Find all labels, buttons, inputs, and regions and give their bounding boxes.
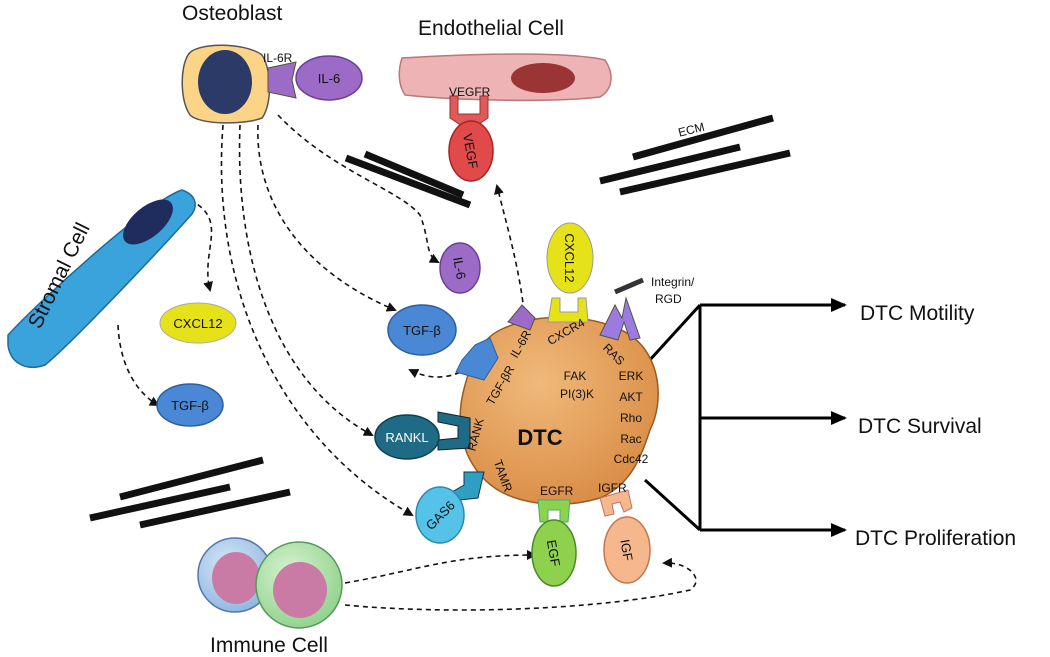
arrow-osteoblast-tgfb <box>257 124 397 312</box>
egf-text: EGF <box>544 539 563 568</box>
immune-cell-label: Immune Cell <box>210 634 328 657</box>
ecm-fibers-left <box>89 456 291 529</box>
rankl-text: RANKL <box>385 430 428 445</box>
il6-osteoblast-text: IL-6 <box>318 71 340 86</box>
dtc-label: DTC <box>517 425 562 450</box>
cxcr4-receptor <box>547 297 589 323</box>
igfr-receptor <box>599 489 633 517</box>
arrow-stromal-cxcl12 <box>189 199 213 292</box>
arrow-stromal-tgfb <box>117 324 160 406</box>
pathway-pi3k: PI(3)K <box>560 387 594 401</box>
rgd-label: RGD <box>655 292 682 306</box>
signal-arrows <box>117 114 697 611</box>
integrin-label: Integrin/ <box>651 275 695 289</box>
igf-ligand <box>603 516 651 584</box>
vegfr-receptor <box>449 95 489 127</box>
egf-ligand <box>531 519 577 587</box>
vegf-ligand <box>448 120 494 182</box>
tgfb-stromal-text: TGF-β <box>171 398 209 413</box>
outcome-arrows <box>643 298 847 537</box>
pathway-rac: Rac <box>620 432 641 446</box>
cxcl12-stromal-text: CXCL12 <box>173 316 222 331</box>
il6-ligand <box>439 242 481 294</box>
endothelial-cell <box>398 53 612 102</box>
arrow-dtc-vegf <box>494 184 526 321</box>
cxcl12-dtc-ligand <box>546 222 594 294</box>
pathway-rho: Rho <box>620 411 642 425</box>
egfr-label: EGFR <box>540 484 574 498</box>
rankl-ligand <box>374 414 440 460</box>
stromal-cell <box>7 189 196 368</box>
pathway-fak: FAK <box>564 369 587 383</box>
arrow-osteoblast-rankl <box>238 124 374 436</box>
tgfbr-receptor <box>455 337 499 381</box>
outcome-proliferation: DTC Proliferation <box>855 527 1016 550</box>
arrow-immune-igf <box>344 557 697 611</box>
arrow-dtc-tgfb <box>408 344 496 379</box>
vegfr-label: VEGFR <box>449 85 491 99</box>
ecm-fibers-right <box>599 114 791 196</box>
ecm-label: ECM <box>677 120 706 140</box>
il6-osteoblast-ligand <box>295 55 363 101</box>
arrow-osteoblast-gas6 <box>220 124 414 516</box>
ecm-fibers-top <box>344 150 472 209</box>
arrow-immune-egf <box>344 550 537 584</box>
immune-cells <box>197 537 343 629</box>
pathway-erk: ERK <box>619 369 644 383</box>
il6-text: IL-6 <box>450 256 469 281</box>
outcome-motility: DTC Motility <box>860 302 975 325</box>
igfr-label: IGFR <box>598 481 627 495</box>
gas6-ligand <box>415 486 465 544</box>
igf-text: IGF <box>617 538 636 562</box>
tgfb-stromal-ligand <box>156 383 224 427</box>
pathway-akt: AKT <box>619 390 643 404</box>
integrin-receptor <box>599 277 644 341</box>
tgfb-ligand <box>387 304 457 356</box>
cxcl12-stromal-ligand <box>159 302 237 344</box>
il6r-osteoblast-label: IL-6R <box>263 51 293 65</box>
endothelial-cell-label: Endothelial Cell <box>418 17 564 40</box>
cxcl12-dtc-text: CXCL12 <box>562 233 577 282</box>
il6r-osteoblast-receptor <box>267 61 297 99</box>
outcome-survival: DTC Survival <box>858 415 982 438</box>
egfr-receptor <box>537 499 571 523</box>
tgfb-text: TGF-β <box>403 323 441 338</box>
osteoblast-cell <box>181 44 271 124</box>
vegf-label: VEGF <box>460 132 481 170</box>
osteoblast-label: Osteoblast <box>182 2 283 25</box>
arrow-osteoblast-il6 <box>277 114 440 263</box>
il6r-receptor <box>507 304 536 331</box>
pathway-cdc42: Cdc42 <box>614 452 649 466</box>
